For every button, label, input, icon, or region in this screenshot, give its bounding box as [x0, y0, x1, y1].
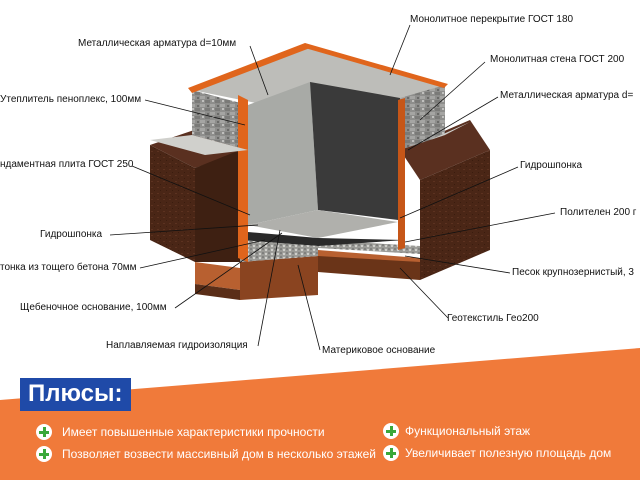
insulation-top-right [305, 43, 448, 88]
concrete-wall-back [248, 82, 318, 225]
insulation-left [238, 95, 248, 262]
label-native-soil: Материковое основание [322, 345, 436, 356]
concrete-floor [248, 210, 398, 238]
soil-left-side [195, 150, 240, 262]
pros-banner [0, 348, 640, 480]
plus-icon [36, 446, 52, 462]
label-waterstop-left: Гидрошпонка [40, 229, 103, 240]
label-geotextile: Геотекстиль Гео200 [447, 313, 539, 324]
pro-item-strength: Имеет повышенные характеристики прочност… [62, 425, 325, 439]
pro-item-massive-house: Позволяет возвести массивный дом в неско… [62, 447, 376, 461]
insulation-right [398, 98, 405, 250]
label-rebar-top: Металлическая арматура d=10мм [78, 38, 237, 49]
label-lean-concrete: тонка из тощего бетона 70мм [0, 262, 137, 273]
concrete-wall-dark [310, 82, 400, 220]
label-sand: Песок крупнозернистый, 3 [512, 267, 634, 278]
plus-icon [383, 445, 399, 461]
pros-title: Плюсы: [20, 378, 131, 411]
label-foundation-plate: ндаментная плита ГОСТ 250 [0, 159, 134, 170]
soil-bottom-left [195, 284, 240, 300]
plus-icon [383, 423, 399, 439]
label-waterstop-right: Гидрошпонка [520, 160, 583, 171]
label-monolithic-wall: Монолитная стена ГОСТ 200 [490, 54, 625, 65]
soil-front-bottom [318, 256, 420, 280]
soil-right-front [420, 150, 490, 280]
label-insulation: Утеплитель пеноплекс, 100мм [0, 94, 142, 105]
plus-icon [36, 424, 52, 440]
label-gravel: Щебеночное основание, 100мм [20, 302, 167, 313]
gravel-layer-left [240, 240, 318, 262]
pro-item-functional-floor: Функциональный этаж [405, 424, 531, 438]
slab-ledge-left [150, 135, 248, 155]
leader-lines [109, 24, 556, 351]
pro-item-usable-area: Увеличивает полезную площадь дом [405, 446, 612, 460]
soil-left-front [150, 145, 195, 262]
sand-layer-left [195, 262, 240, 290]
polyethylene-layer [240, 232, 405, 246]
label-polyethylene: Полителен 200 г [560, 207, 637, 218]
label-waterproofing: Наплавляемая гидроизоляция [106, 340, 248, 351]
soil-block-bottom [240, 256, 318, 300]
soil-right-top [400, 120, 490, 180]
label-rebar-right: Металлическая арматура d= [500, 90, 634, 101]
insulation-top-left [188, 43, 310, 93]
stone-wall-left [192, 90, 248, 150]
label-monolithic-slab: Монолитное перекрытие ГОСТ 180 [410, 14, 574, 25]
